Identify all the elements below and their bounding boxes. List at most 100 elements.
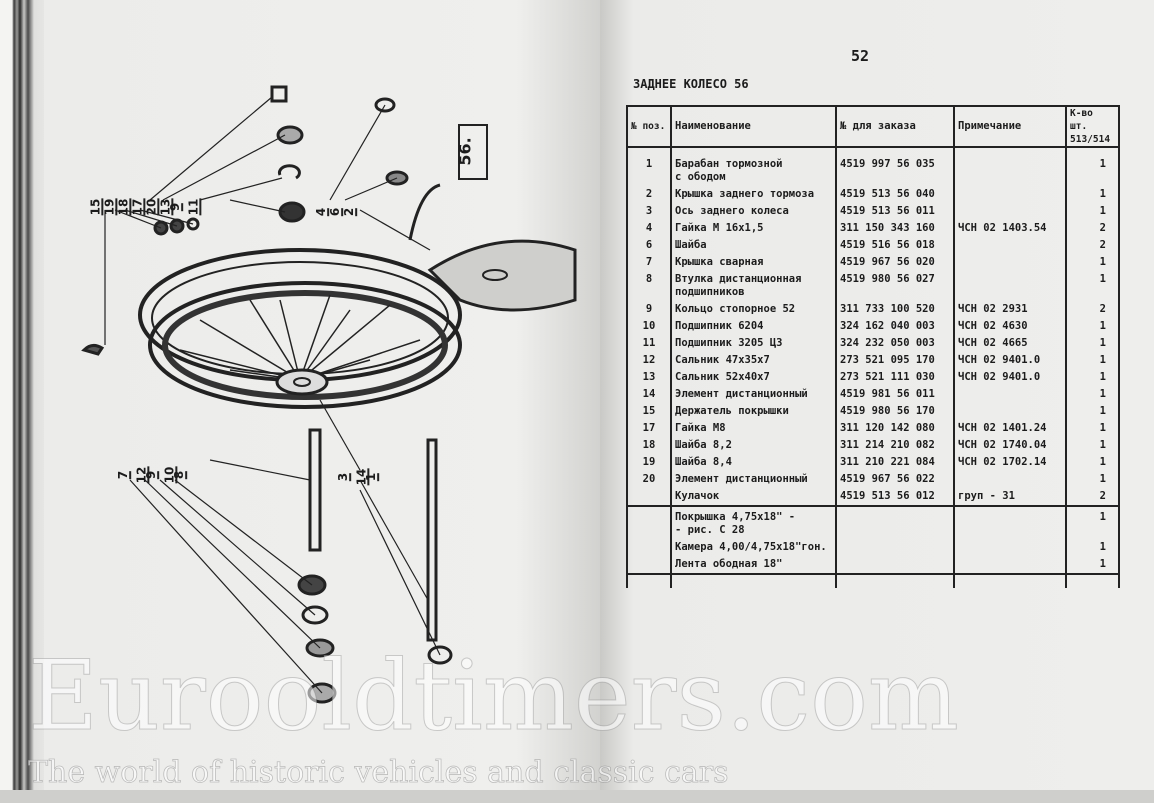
- cell-note: ЧСН 02 1403.54: [953, 220, 1067, 237]
- cell-name: Шайба 8,4: [670, 454, 837, 471]
- cell-order: [835, 556, 955, 574]
- cell-note: [953, 271, 1067, 301]
- cell-qty: 1: [1065, 420, 1120, 437]
- cell-qty: 1: [1065, 505, 1120, 539]
- cell-pos: 17: [626, 420, 672, 437]
- callout-number: 9: [144, 470, 160, 480]
- cell-note: [953, 556, 1067, 574]
- cell-note: ЧСН 02 4630: [953, 318, 1067, 335]
- callout-number: 9: [168, 202, 184, 212]
- cell-qty: 1: [1065, 556, 1120, 574]
- cell-qty: 1: [1065, 335, 1120, 352]
- cell-name: Лента ободная 18": [670, 556, 837, 574]
- cell-order: 324 232 050 003: [835, 335, 955, 352]
- exploded-wheel-diagram: [81, 85, 577, 704]
- cell-note: ЧСН 02 9401.0: [953, 369, 1067, 386]
- parts-top: [81, 85, 409, 356]
- cell-qty: 1: [1065, 352, 1120, 369]
- leader-lines: [104, 96, 441, 694]
- cell-name: Сальник 52х40х7: [670, 369, 837, 386]
- cell-name: Крышка заднего тормоза: [670, 186, 837, 203]
- cell-empty: [626, 573, 672, 588]
- cell-pos: [626, 488, 672, 506]
- callout-number: 11: [186, 198, 202, 216]
- page-edge: [0, 790, 1154, 803]
- cell-qty: 1: [1065, 471, 1120, 488]
- page-number: 52: [851, 47, 870, 65]
- cell-order: 311 120 142 080: [835, 420, 955, 437]
- watermark-tagline: The world of historic vehicles and class…: [28, 755, 729, 791]
- cell-order: 311 150 343 160: [835, 220, 955, 237]
- cell-qty: 2: [1065, 220, 1120, 237]
- cell-empty: [953, 573, 1067, 588]
- cell-qty: 1: [1065, 454, 1120, 471]
- cell-pos: 9: [626, 301, 672, 318]
- callout-number: 20: [144, 198, 160, 216]
- header-pos: № поз.: [626, 105, 672, 148]
- cell-order: 4519 997 56 035: [835, 147, 955, 186]
- cell-empty: [835, 573, 955, 588]
- callout-number: 19: [102, 198, 118, 216]
- cell-name: Покрышка 4,75х18" - - рис. С 28: [670, 505, 837, 539]
- cell-note: ЧСН 02 2931: [953, 301, 1067, 318]
- cell-pos: 15: [626, 403, 672, 420]
- callout-number: 17: [130, 198, 146, 216]
- hub: [275, 368, 329, 396]
- cell-order: 311 210 221 084: [835, 454, 955, 471]
- cell-name: Подшипник 6204: [670, 318, 837, 335]
- callout-number: 18: [116, 198, 132, 216]
- cell-note: ЧСН 02 9401.0: [953, 352, 1067, 369]
- cell-pos: 12: [626, 352, 672, 369]
- cell-note: ЧСН 02 1702.14: [953, 454, 1067, 471]
- cell-pos: 14: [626, 386, 672, 403]
- cell-note: [953, 505, 1067, 539]
- header-note: Примечание: [953, 105, 1067, 148]
- cell-note: [953, 403, 1067, 420]
- cell-name: Элемент дистанционный: [670, 386, 837, 403]
- figure-number-box: 56.: [455, 124, 488, 180]
- cell-name: Держатель покрышки: [670, 403, 837, 420]
- cell-note: [953, 147, 1067, 186]
- header-name: Наименование: [670, 105, 837, 148]
- cell-order: 4519 967 56 022: [835, 471, 955, 488]
- figure-number: 56.: [455, 137, 475, 166]
- cell-empty: [1065, 573, 1120, 588]
- cell-name: Элемент дистанционный: [670, 471, 837, 488]
- cell-qty: 1: [1065, 403, 1120, 420]
- cell-qty: 1: [1065, 186, 1120, 203]
- cell-pos: 1: [626, 147, 672, 186]
- cell-name: Гайка М8: [670, 420, 837, 437]
- cell-pos: [626, 539, 672, 556]
- cell-order: 273 521 111 030: [835, 369, 955, 386]
- cell-qty: 1: [1065, 254, 1120, 271]
- cell-qty: 1: [1065, 271, 1120, 301]
- callout-number: 15: [88, 198, 104, 216]
- cell-pos: 11: [626, 335, 672, 352]
- cell-pos: 3: [626, 203, 672, 220]
- cell-note: ЧСН 02 4665: [953, 335, 1067, 352]
- cell-qty: 1: [1065, 539, 1120, 556]
- cell-order: 324 162 040 003: [835, 318, 955, 335]
- parts-table: № поз. Наименование № для заказа Примеча…: [626, 105, 1120, 588]
- cell-pos: 20: [626, 471, 672, 488]
- cell-pos: 10: [626, 318, 672, 335]
- cell-pos: 2: [626, 186, 672, 203]
- cell-order: 4519 981 56 011: [835, 386, 955, 403]
- cell-pos: 18: [626, 437, 672, 454]
- watermark-logo: Eurooldtimers.com: [28, 640, 960, 753]
- cell-empty: [670, 573, 837, 588]
- cell-name: Камера 4,00/4,75х18"гон.: [670, 539, 837, 556]
